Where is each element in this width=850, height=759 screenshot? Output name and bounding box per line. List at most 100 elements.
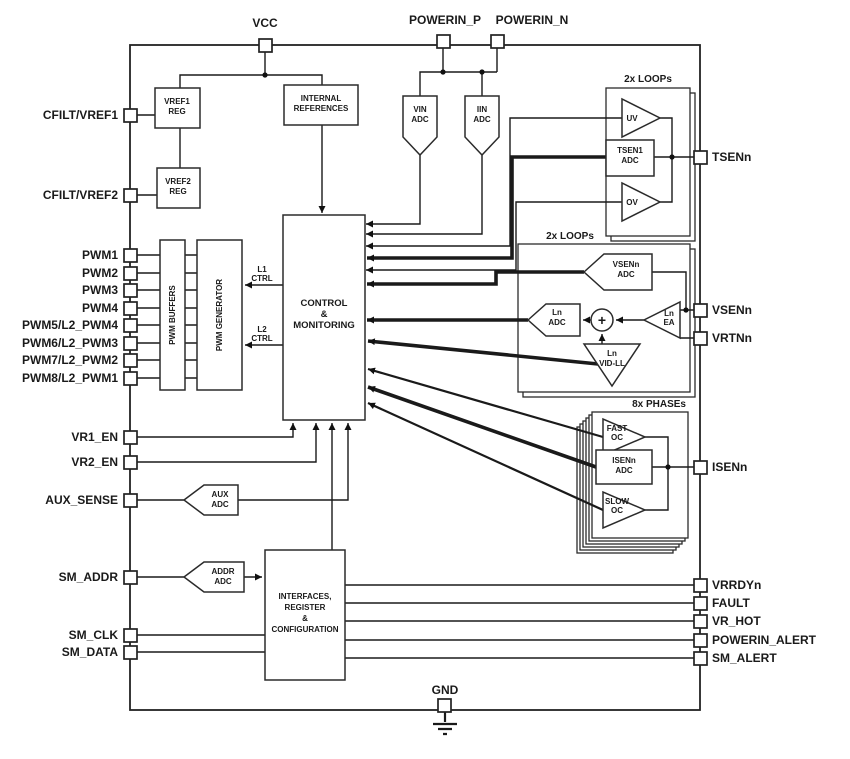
pin-label-cfilt-vref1: CFILT/VREF1 xyxy=(43,108,118,122)
pin-vr1-en xyxy=(123,430,138,445)
junction-dot xyxy=(479,69,485,75)
block-slow-oc xyxy=(602,490,647,530)
bus-vsenadc-to-control xyxy=(367,270,584,288)
pin-label-isenn: ISENn xyxy=(712,460,747,474)
junction-dot xyxy=(683,307,689,313)
pin-vr2-en xyxy=(123,455,138,470)
block-pwm-buffers xyxy=(159,239,186,391)
pin-label-vrtnn: VRTNn xyxy=(712,331,752,345)
block-label-control: CONTROL&MONITORING xyxy=(293,298,355,331)
pin-vrtnn xyxy=(693,331,708,346)
pin-label-sm-alert: SM_ALERT xyxy=(712,651,777,665)
block-uv-comparator xyxy=(621,97,662,139)
pin-squares xyxy=(123,34,708,713)
block-label-interfaces: INTERFACES,REGISTER&CONFIGURATION xyxy=(272,592,339,634)
pin-label-vr2-en: VR2_EN xyxy=(71,455,118,469)
pin-sm-data xyxy=(123,645,138,660)
pin-label-pwm7: PWM7/L2_PWM2 xyxy=(22,353,118,367)
block-fast-oc xyxy=(602,417,647,457)
junction-dot xyxy=(669,154,675,160)
blocks xyxy=(154,84,681,681)
bus-isenadc-to-control xyxy=(367,385,597,469)
pin-label-vr-hot: VR_HOT xyxy=(712,614,761,628)
pin-label-powerin-n: POWERIN_N xyxy=(496,13,569,27)
pin-label-pwm3: PWM3 xyxy=(82,283,118,297)
block-ov-comparator xyxy=(621,181,662,223)
pin-label-pwm5: PWM5/L2_PWM4 xyxy=(22,318,118,332)
wire-fastoc-to-control xyxy=(367,367,604,439)
pin-label-pwm2: PWM2 xyxy=(82,266,118,280)
group-label-tsen-loops: 2x LOOPs xyxy=(624,74,672,85)
block-summing-node xyxy=(590,308,614,332)
pin-label-fault: FAULT xyxy=(712,596,750,610)
pin-pwm2 xyxy=(123,266,138,281)
wire-vr1en-to-control xyxy=(137,423,297,438)
pin-label-sm-data: SM_DATA xyxy=(62,645,119,659)
junction-dot xyxy=(440,69,446,75)
pin-label-tsenn: TSENn xyxy=(712,150,751,164)
pin-gnd xyxy=(437,698,452,713)
block-label-pwm-generator: PWM GENERATOR xyxy=(215,279,224,351)
pin-label-sm-clk: SM_CLK xyxy=(69,628,119,642)
pin-label-vr1-en: VR1_EN xyxy=(71,430,118,444)
pin-cfilt-vref2 xyxy=(123,188,138,203)
wire-vr2en-to-control xyxy=(137,423,320,463)
block-vref1-reg xyxy=(154,87,201,129)
pin-powerin-n xyxy=(490,34,505,49)
pin-vcc xyxy=(258,38,273,53)
pin-pwm1 xyxy=(123,248,138,263)
pin-pwm5 xyxy=(123,318,138,333)
block-iin-adc xyxy=(464,95,500,157)
wire-powerin-net xyxy=(419,48,498,96)
block-vref2-reg xyxy=(156,167,201,209)
pin-sm-addr xyxy=(123,570,138,585)
pin-vr-hot xyxy=(693,614,708,629)
pin-label-vsenn: VSENn xyxy=(712,303,752,317)
block-label-sum: + xyxy=(598,312,606,328)
wire-auxadc-to-control xyxy=(238,423,352,501)
wire-left-stubs xyxy=(137,114,265,653)
pin-label-powerin-alert: POWERIN_ALERT xyxy=(712,633,817,647)
pin-label-cfilt-vref2: CFILT/VREF2 xyxy=(43,188,118,202)
block-vsen-adc xyxy=(582,253,653,291)
block-control-monitoring xyxy=(282,214,366,421)
pin-vsenn xyxy=(693,303,708,318)
block-pwm-generator xyxy=(196,239,243,391)
pin-tsenn xyxy=(693,150,708,165)
wire-uv-to-control xyxy=(366,117,622,250)
block-ln-vid-ll xyxy=(582,343,642,388)
pin-sm-clk xyxy=(123,628,138,643)
block-label-uv: UV xyxy=(626,114,638,123)
block-internal-references xyxy=(283,84,359,126)
pin-label-pwm4: PWM4 xyxy=(82,301,118,315)
block-aux-adc xyxy=(182,484,239,516)
pin-pwm6 xyxy=(123,336,138,351)
wire-pwm-stubs xyxy=(137,254,197,379)
block-ln-adc xyxy=(526,303,581,337)
block-label-pwm-buffers: PWM BUFFERS xyxy=(168,285,177,345)
wire-gnd-symbol xyxy=(433,712,457,736)
pin-label-vrrdyn: VRRDYn xyxy=(712,578,761,592)
pin-pwm3 xyxy=(123,283,138,298)
block-addr-adc xyxy=(182,561,245,593)
wires xyxy=(137,48,694,736)
pin-label-pwm6: PWM6/L2_PWM3 xyxy=(22,336,118,350)
block-interfaces xyxy=(264,549,346,681)
wire-vinadc-to-control xyxy=(366,155,421,228)
pin-label-gnd: GND xyxy=(432,683,459,697)
wire-status-lines xyxy=(345,584,694,659)
pin-label-sm-addr: SM_ADDR xyxy=(59,570,119,584)
